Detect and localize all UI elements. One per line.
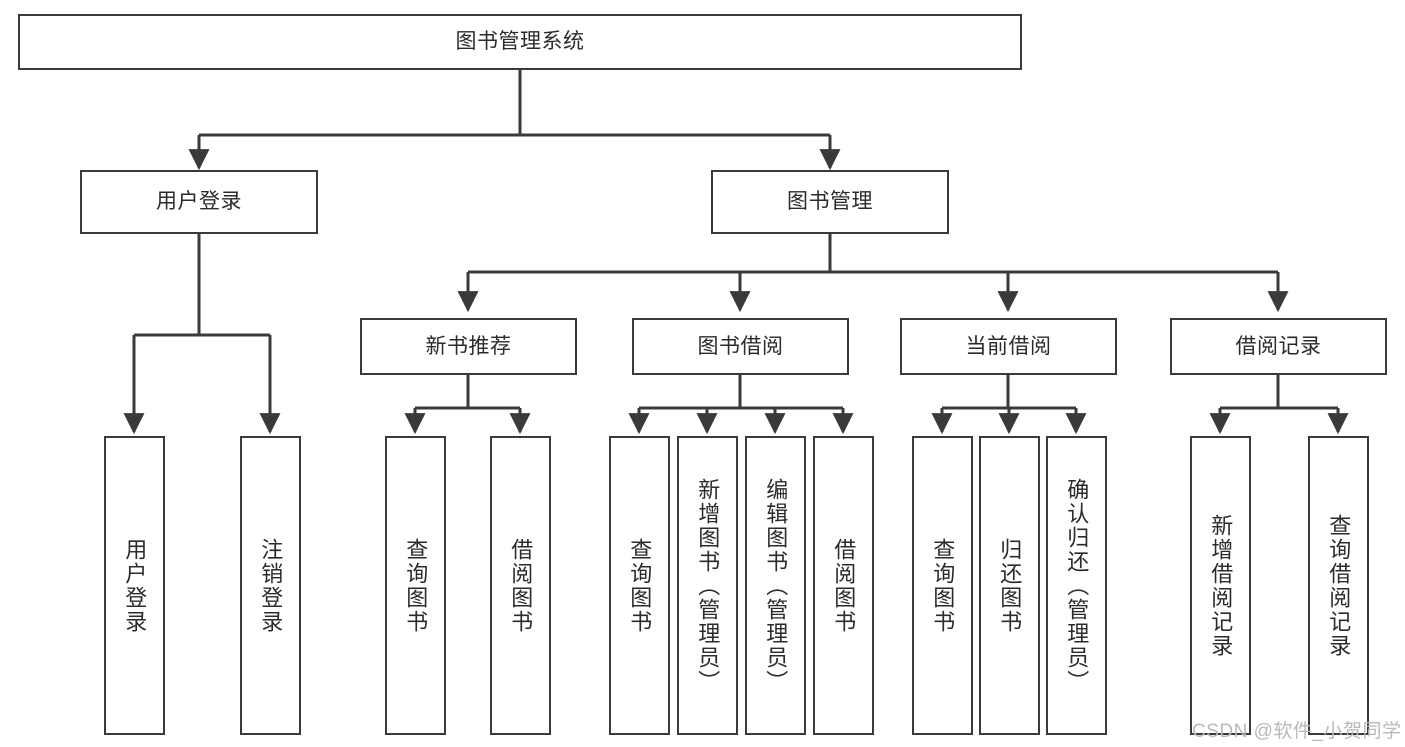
leaf-confirm-return-label: 确认归还（管理员） <box>1064 477 1090 694</box>
leaf-query-book-2-label: 查询图书 <box>627 537 653 634</box>
leaf-borrow-book-1[interactable]: 借阅图书 <box>490 436 551 735</box>
leaf-add-record-label: 新增借阅记录 <box>1208 513 1234 658</box>
leaf-user-login[interactable]: 用户登录 <box>104 436 165 735</box>
node-new-book-recommend-label: 新书推荐 <box>425 334 512 358</box>
leaf-borrow-book-2[interactable]: 借阅图书 <box>813 436 874 735</box>
leaf-borrow-book-2-label: 借阅图书 <box>831 537 857 634</box>
leaf-user-login-label: 用户登录 <box>122 537 148 634</box>
leaf-query-record[interactable]: 查询借阅记录 <box>1308 436 1369 735</box>
node-user-login[interactable]: 用户登录 <box>80 170 318 234</box>
leaf-query-record-label: 查询借阅记录 <box>1326 513 1352 658</box>
leaf-query-book-3[interactable]: 查询图书 <box>912 436 973 735</box>
leaf-return-book[interactable]: 归还图书 <box>979 436 1040 735</box>
leaf-add-book-label: 新增图书（管理员） <box>695 477 721 694</box>
leaf-query-book-1-label: 查询图书 <box>403 537 429 634</box>
leaf-confirm-return[interactable]: 确认归还（管理员） <box>1046 436 1107 735</box>
leaf-query-book-3-label: 查询图书 <box>930 537 956 634</box>
leaf-query-book-2[interactable]: 查询图书 <box>609 436 670 735</box>
node-borrow-records-label: 借阅记录 <box>1235 334 1322 358</box>
node-user-login-label: 用户登录 <box>156 190 242 214</box>
leaf-return-book-label: 归还图书 <box>997 537 1023 634</box>
node-root-label: 图书管理系统 <box>455 30 585 54</box>
node-root[interactable]: 图书管理系统 <box>18 14 1022 70</box>
node-book-borrow-label: 图书借阅 <box>697 334 784 358</box>
leaf-add-book[interactable]: 新增图书（管理员） <box>677 436 738 735</box>
leaf-logout[interactable]: 注销登录 <box>240 436 301 735</box>
node-current-borrow[interactable]: 当前借阅 <box>900 318 1117 375</box>
leaf-query-book-1[interactable]: 查询图书 <box>385 436 446 735</box>
node-current-borrow-label: 当前借阅 <box>965 334 1052 358</box>
leaf-borrow-book-1-label: 借阅图书 <box>508 537 534 634</box>
node-new-book-recommend[interactable]: 新书推荐 <box>360 318 577 375</box>
node-book-management-label: 图书管理 <box>787 190 873 214</box>
node-book-management[interactable]: 图书管理 <box>711 170 949 234</box>
leaf-logout-label: 注销登录 <box>258 537 284 634</box>
leaf-edit-book-label: 编辑图书（管理员） <box>763 477 789 694</box>
leaf-add-record[interactable]: 新增借阅记录 <box>1190 436 1251 735</box>
node-book-borrow[interactable]: 图书借阅 <box>632 318 849 375</box>
leaf-edit-book[interactable]: 编辑图书（管理员） <box>745 436 806 735</box>
node-borrow-records[interactable]: 借阅记录 <box>1170 318 1387 375</box>
